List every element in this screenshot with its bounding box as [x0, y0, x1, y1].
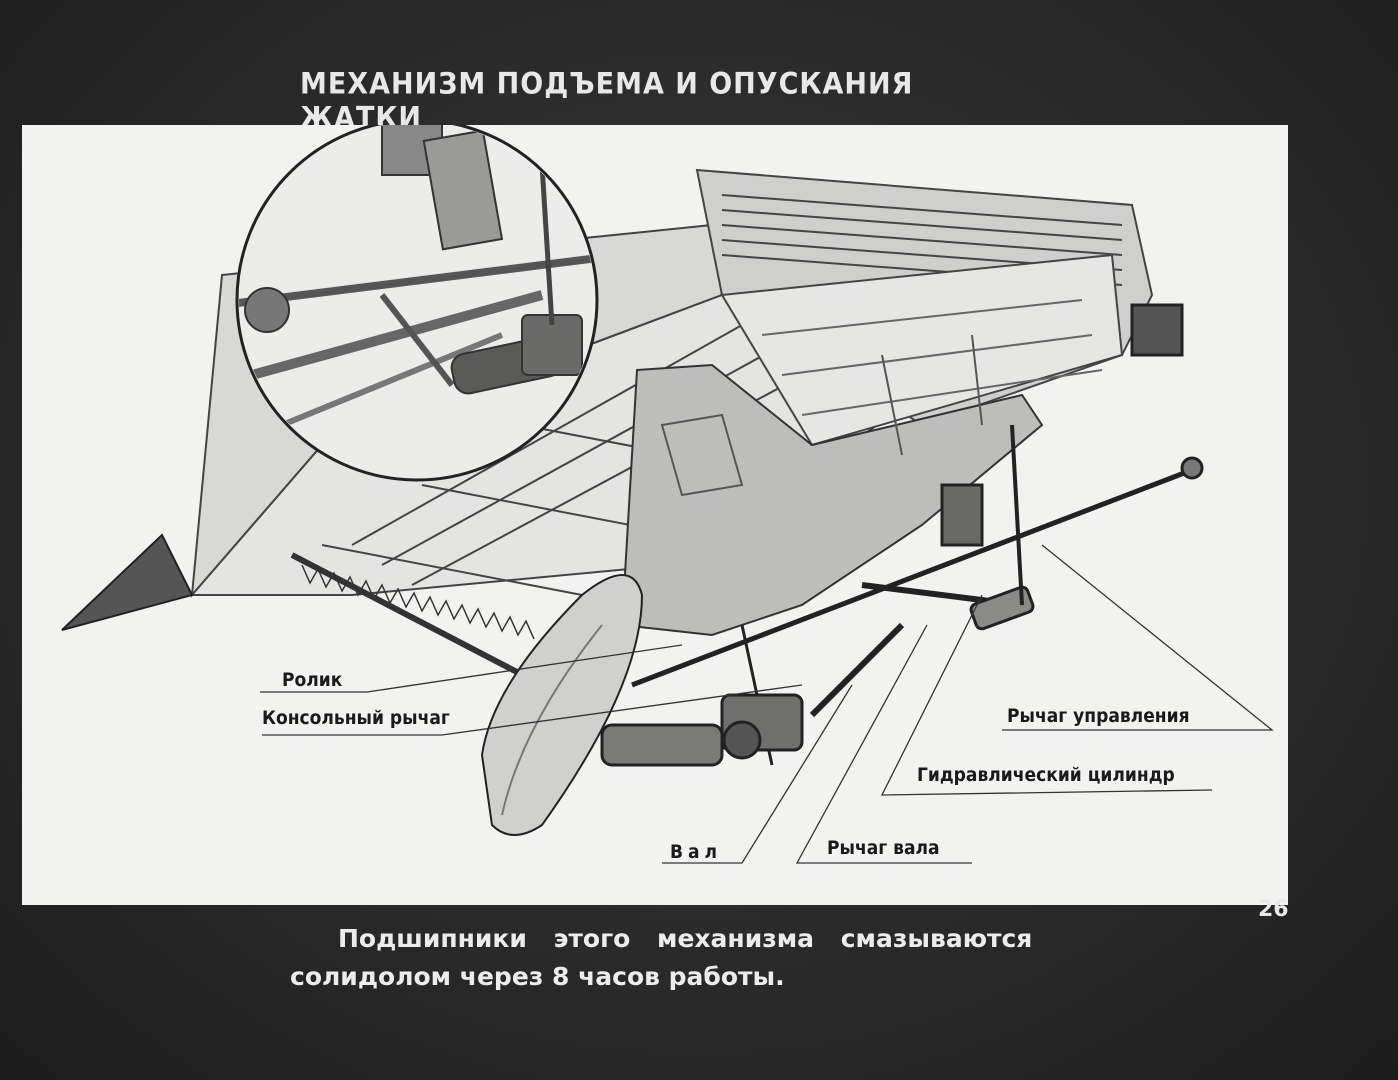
caption-line-2: солидолом через 8 часов работы.	[290, 962, 785, 991]
magnified-inset	[235, 125, 599, 482]
illustration-panel: Ролик Консольный рычаг Рычаг управления …	[22, 125, 1288, 905]
right-divider	[480, 574, 644, 836]
conveyor-box	[695, 168, 1154, 447]
label-roller: Ролик	[282, 669, 343, 691]
header-mechanism-drawing	[61, 125, 1274, 864]
label-shaft: Вал	[670, 841, 723, 863]
slide-caption: Подшипники этого механизма смазываются с…	[290, 920, 1050, 996]
slide-title: МЕХАНИЗМ ПОДЪЕМА И ОПУСКАНИЯ ЖАТКИ	[300, 66, 914, 136]
label-console-lever: Консольный рычаг	[262, 707, 450, 729]
leader-lines	[260, 544, 1274, 864]
lift-mechanism	[600, 303, 1204, 767]
page-number: 26	[1258, 897, 1289, 922]
caption-line-1: Подшипники этого механизма смазываются	[338, 924, 1033, 953]
side-wall	[620, 334, 1044, 637]
label-control-lever: Рычаг управления	[1007, 705, 1190, 727]
label-shaft-lever: Рычаг вала	[827, 837, 940, 859]
label-hydraulic-cylinder: Гидравлический цилиндр	[917, 764, 1175, 786]
